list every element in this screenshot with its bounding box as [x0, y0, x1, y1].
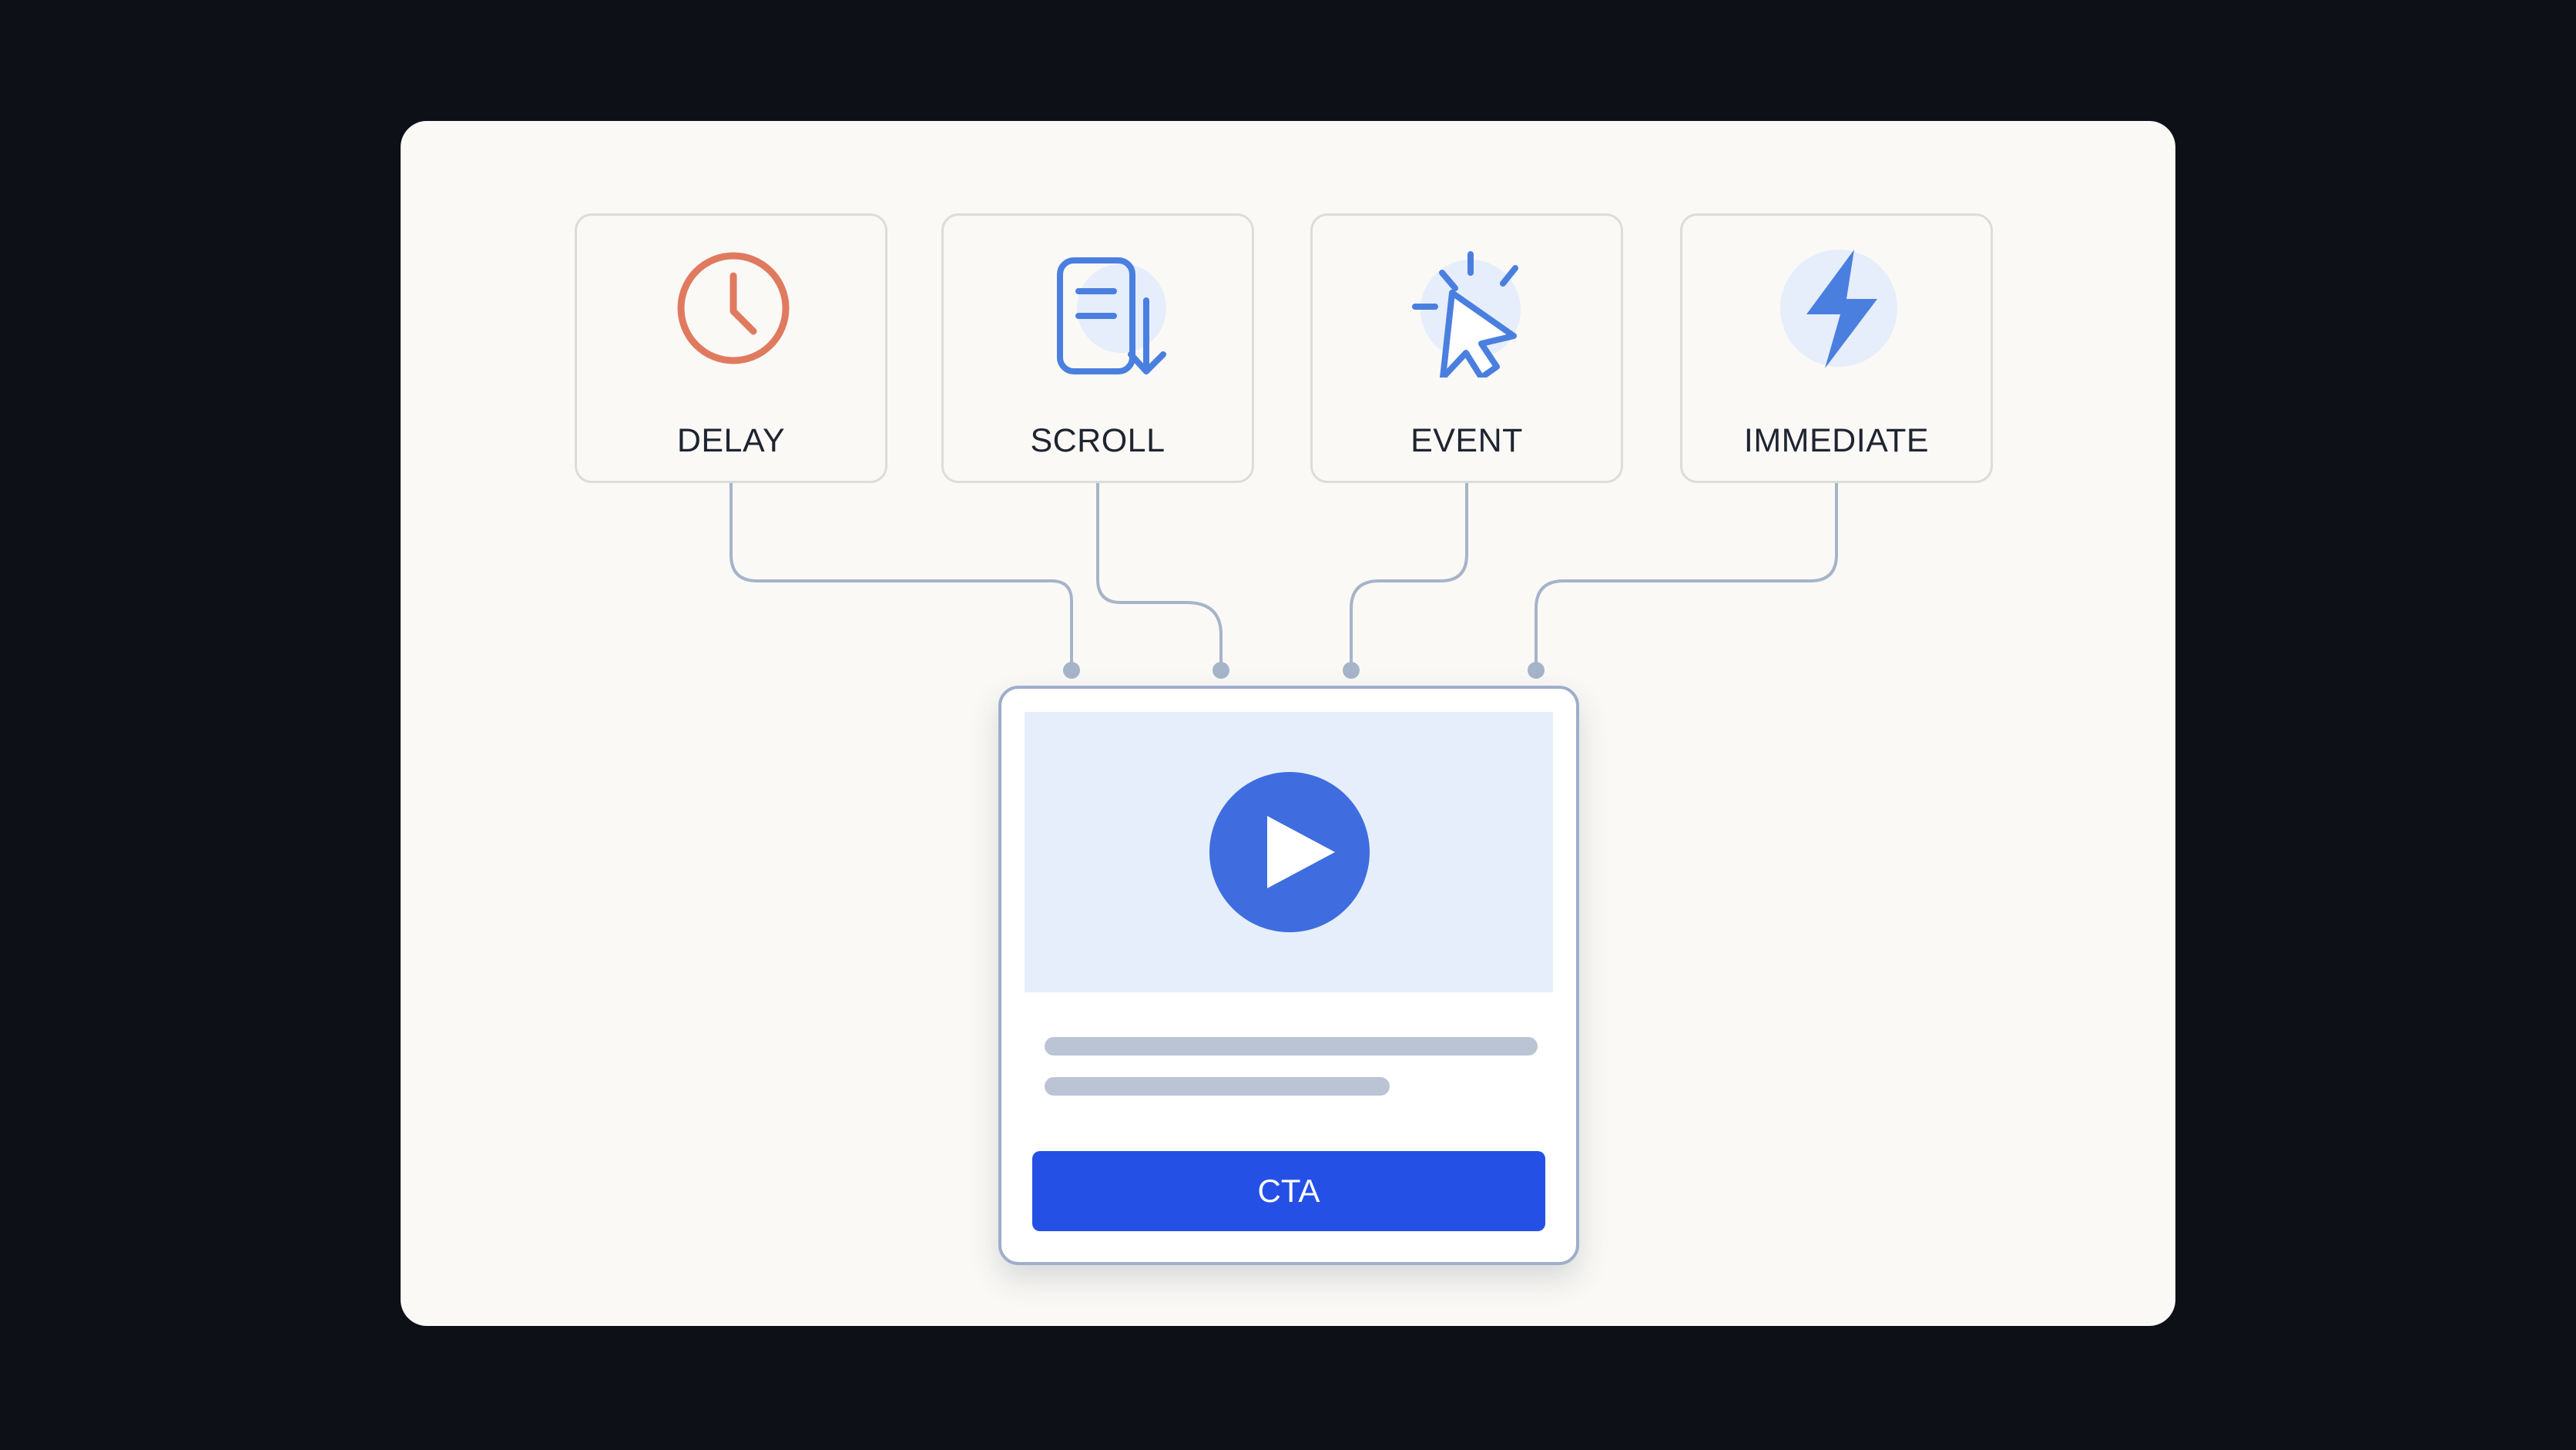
connector-dot-immediate [1528, 662, 1545, 679]
trigger-label: DELAY [676, 422, 786, 459]
trigger-event: EVENT [1310, 213, 1623, 483]
connector-dot-scroll [1213, 662, 1229, 679]
diagram-panel: DELAY SCROLL EVENT IMMEDIATE [401, 121, 2175, 1326]
trigger-label: EVENT [1410, 422, 1523, 459]
play-icon[interactable] [1209, 771, 1370, 933]
connector-scroll [1096, 482, 1223, 672]
connector-event [1350, 482, 1468, 672]
trigger-scroll: SCROLL [941, 213, 1254, 483]
scroll-document-icon [1057, 257, 1166, 374]
connector-lines [730, 482, 1838, 679]
connector-delay [730, 482, 1073, 672]
trigger-delay: DELAY [575, 213, 887, 483]
trigger-label: SCROLL [1030, 422, 1166, 459]
lightning-bolt-icon [1780, 250, 1897, 368]
connector-dot-delay [1063, 662, 1080, 679]
connector-dot-event [1343, 662, 1360, 679]
cursor-click-icon [1412, 251, 1521, 378]
cta-button[interactable]: CTA [1032, 1151, 1545, 1231]
clock-icon [677, 252, 790, 364]
connector-immediate [1535, 482, 1838, 672]
text-placeholder-line [1045, 1037, 1538, 1056]
video-thumbnail[interactable] [1025, 712, 1553, 992]
trigger-label: IMMEDIATE [1743, 422, 1930, 459]
content-card: CTA [998, 686, 1579, 1265]
text-placeholder-line [1045, 1077, 1390, 1096]
trigger-immediate: IMMEDIATE [1680, 213, 1993, 483]
